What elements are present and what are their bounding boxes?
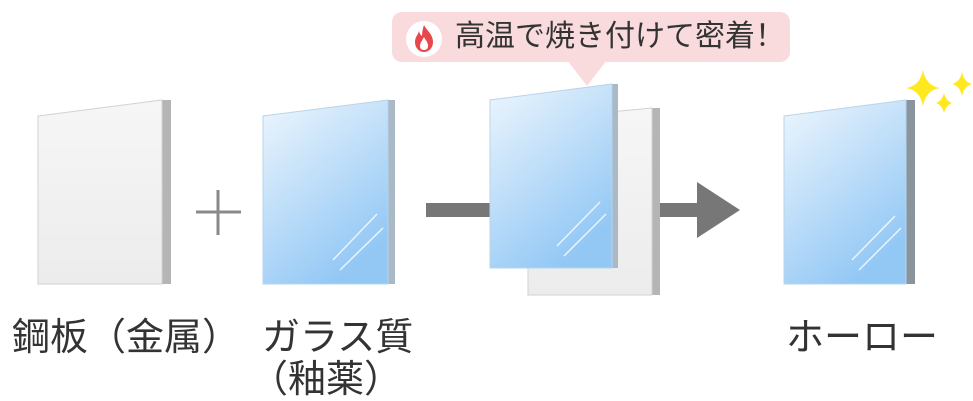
flame-icon: [406, 21, 442, 57]
label-enamel: ホーロー: [786, 315, 939, 359]
fusing-stack: [489, 83, 660, 296]
label-glass: ガラス質: [262, 315, 414, 359]
enamel-result: [783, 99, 915, 285]
glass-layer: [262, 99, 395, 285]
process-arrow: [426, 182, 740, 238]
callout-bubble: [392, 12, 790, 62]
label-steel: 鋼板（金属）: [12, 315, 241, 359]
sparkle-icon: [906, 70, 972, 113]
plus-operator: [196, 190, 241, 235]
callout-text: 高温で焼き付けて密着！: [455, 19, 785, 54]
steel-plate: [37, 99, 171, 285]
callout-pointer: [567, 60, 607, 86]
label-glaze: （釉薬）: [250, 357, 403, 401]
